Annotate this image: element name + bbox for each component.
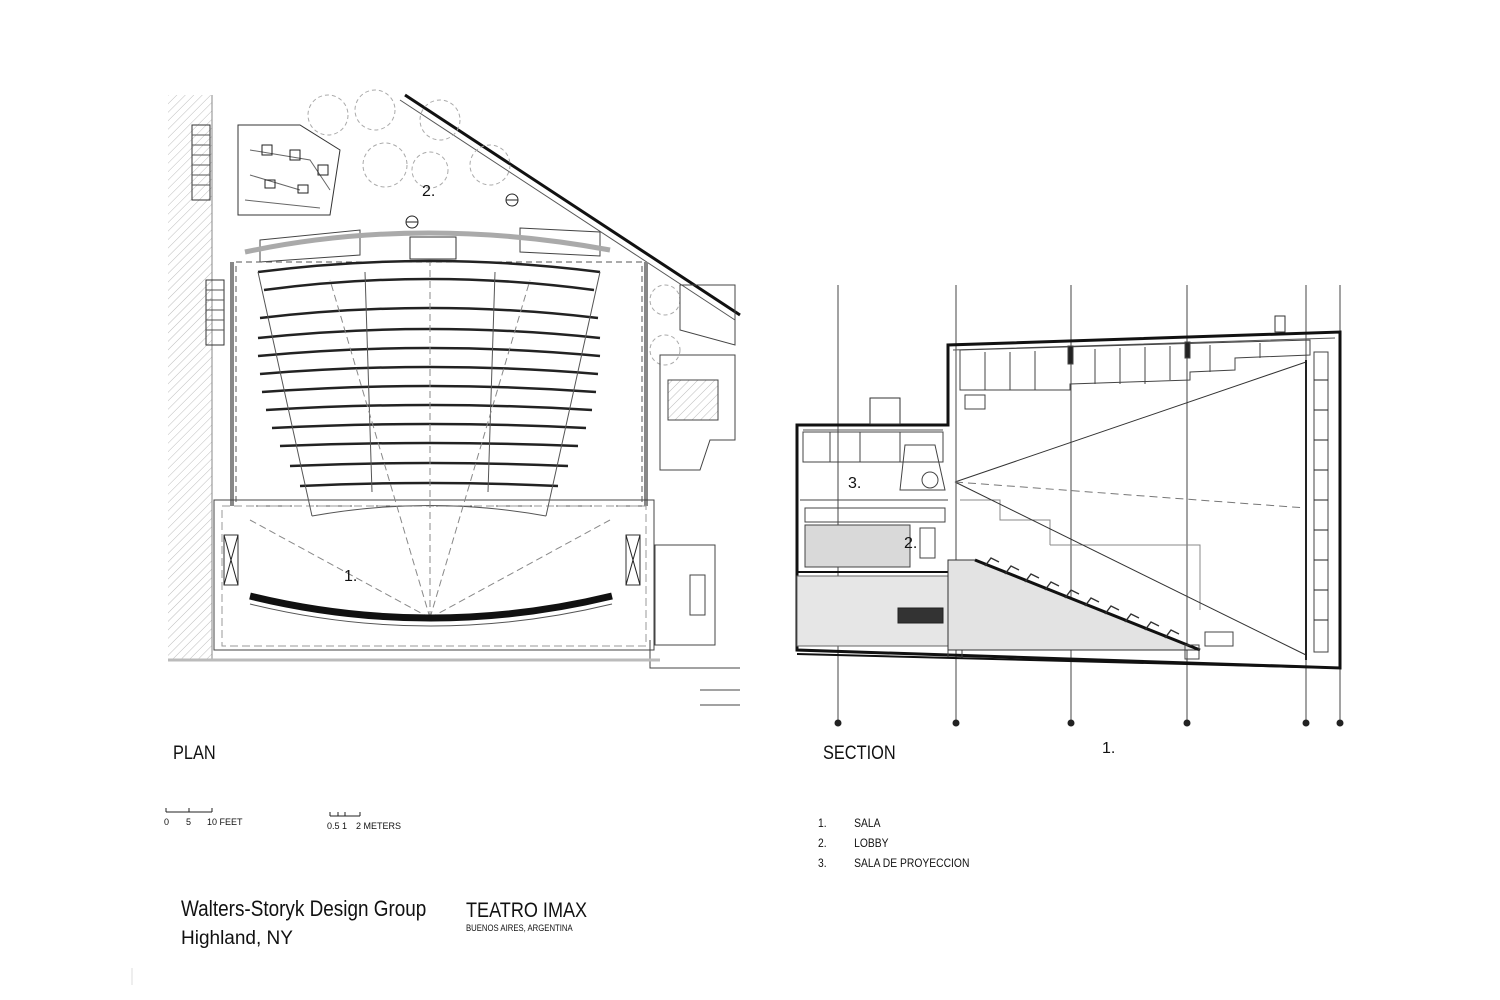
section-projection-booth <box>800 431 948 501</box>
plan-diagonal-wall <box>404 93 741 317</box>
legend-label: SALA DE PROYECCION <box>854 856 970 870</box>
section-seating-rake <box>947 559 1201 651</box>
legend-item: 3. SALA DE PROYECCION <box>818 853 969 873</box>
plan-auditorium-walls <box>213 261 655 651</box>
section-projection-lines <box>954 361 1307 656</box>
plan-entry-doors <box>259 227 601 263</box>
section-room-label-lobby: 2. <box>904 535 918 552</box>
plan-room-label-lobby: 2. <box>422 183 436 200</box>
plan-sight-lines <box>249 262 611 619</box>
plan-speaker-right <box>625 534 641 586</box>
legend: 1. SALA 2. LOBBY 3. SALA DE PROYECCION <box>818 813 969 873</box>
plan-right-rooms <box>649 284 740 706</box>
project-name: TEATRO IMAX <box>466 899 588 922</box>
plan-scale-bar-feet <box>165 808 213 813</box>
plan-lobby-tables <box>307 89 681 366</box>
plan-ramp <box>205 279 225 346</box>
plan-seating-rows <box>257 259 601 488</box>
plan-section-markers <box>405 193 519 229</box>
scale-meters-tick-a: 0.5 1 <box>327 821 348 831</box>
scale-feet-tick-5: 5 <box>186 817 192 827</box>
plan-speaker-left <box>223 534 239 586</box>
section-room-label-projection: 3. <box>848 475 862 492</box>
plan-title: PLAN <box>173 743 216 764</box>
legend-item: 2. LOBBY <box>818 833 969 853</box>
plan-concession-counter <box>237 124 341 216</box>
section-grid-markers <box>834 719 1344 727</box>
plan-screen <box>249 592 613 622</box>
section-building-shell <box>795 330 1342 670</box>
section-roof-structure <box>959 339 1311 391</box>
scale-feet-tick-0: 0 <box>164 817 170 827</box>
firm-name: Walters-Storyk Design Group <box>181 896 427 921</box>
section-marker: 1. <box>1102 740 1116 757</box>
legend-number: 2. <box>818 836 827 850</box>
legend-item: 1. SALA <box>818 813 969 833</box>
legend-number: 1. <box>818 816 827 830</box>
project-location: BUENOS AIRES, ARGENTINA <box>466 923 573 933</box>
legend-label: LOBBY <box>854 836 889 850</box>
section-screen-wall <box>1305 351 1329 660</box>
section-title: SECTION <box>823 743 896 764</box>
section-seats <box>984 557 1180 639</box>
plan-drawing <box>168 89 741 706</box>
firm-location: Highland, NY <box>181 928 293 949</box>
section-drawing <box>795 285 1344 727</box>
legend-number: 3. <box>818 856 827 870</box>
plan-party-wall <box>168 95 212 660</box>
plan-stair <box>191 124 211 201</box>
scale-meters-tick-b: 2 METERS <box>356 821 402 831</box>
plan-room-label-sala: 1. <box>344 568 358 585</box>
scale-feet-tick-10: 10 FEET <box>207 817 243 827</box>
plan-scale-bar-meters <box>329 812 361 817</box>
legend-label: SALA <box>854 816 881 830</box>
section-lobby-fill <box>804 524 911 568</box>
